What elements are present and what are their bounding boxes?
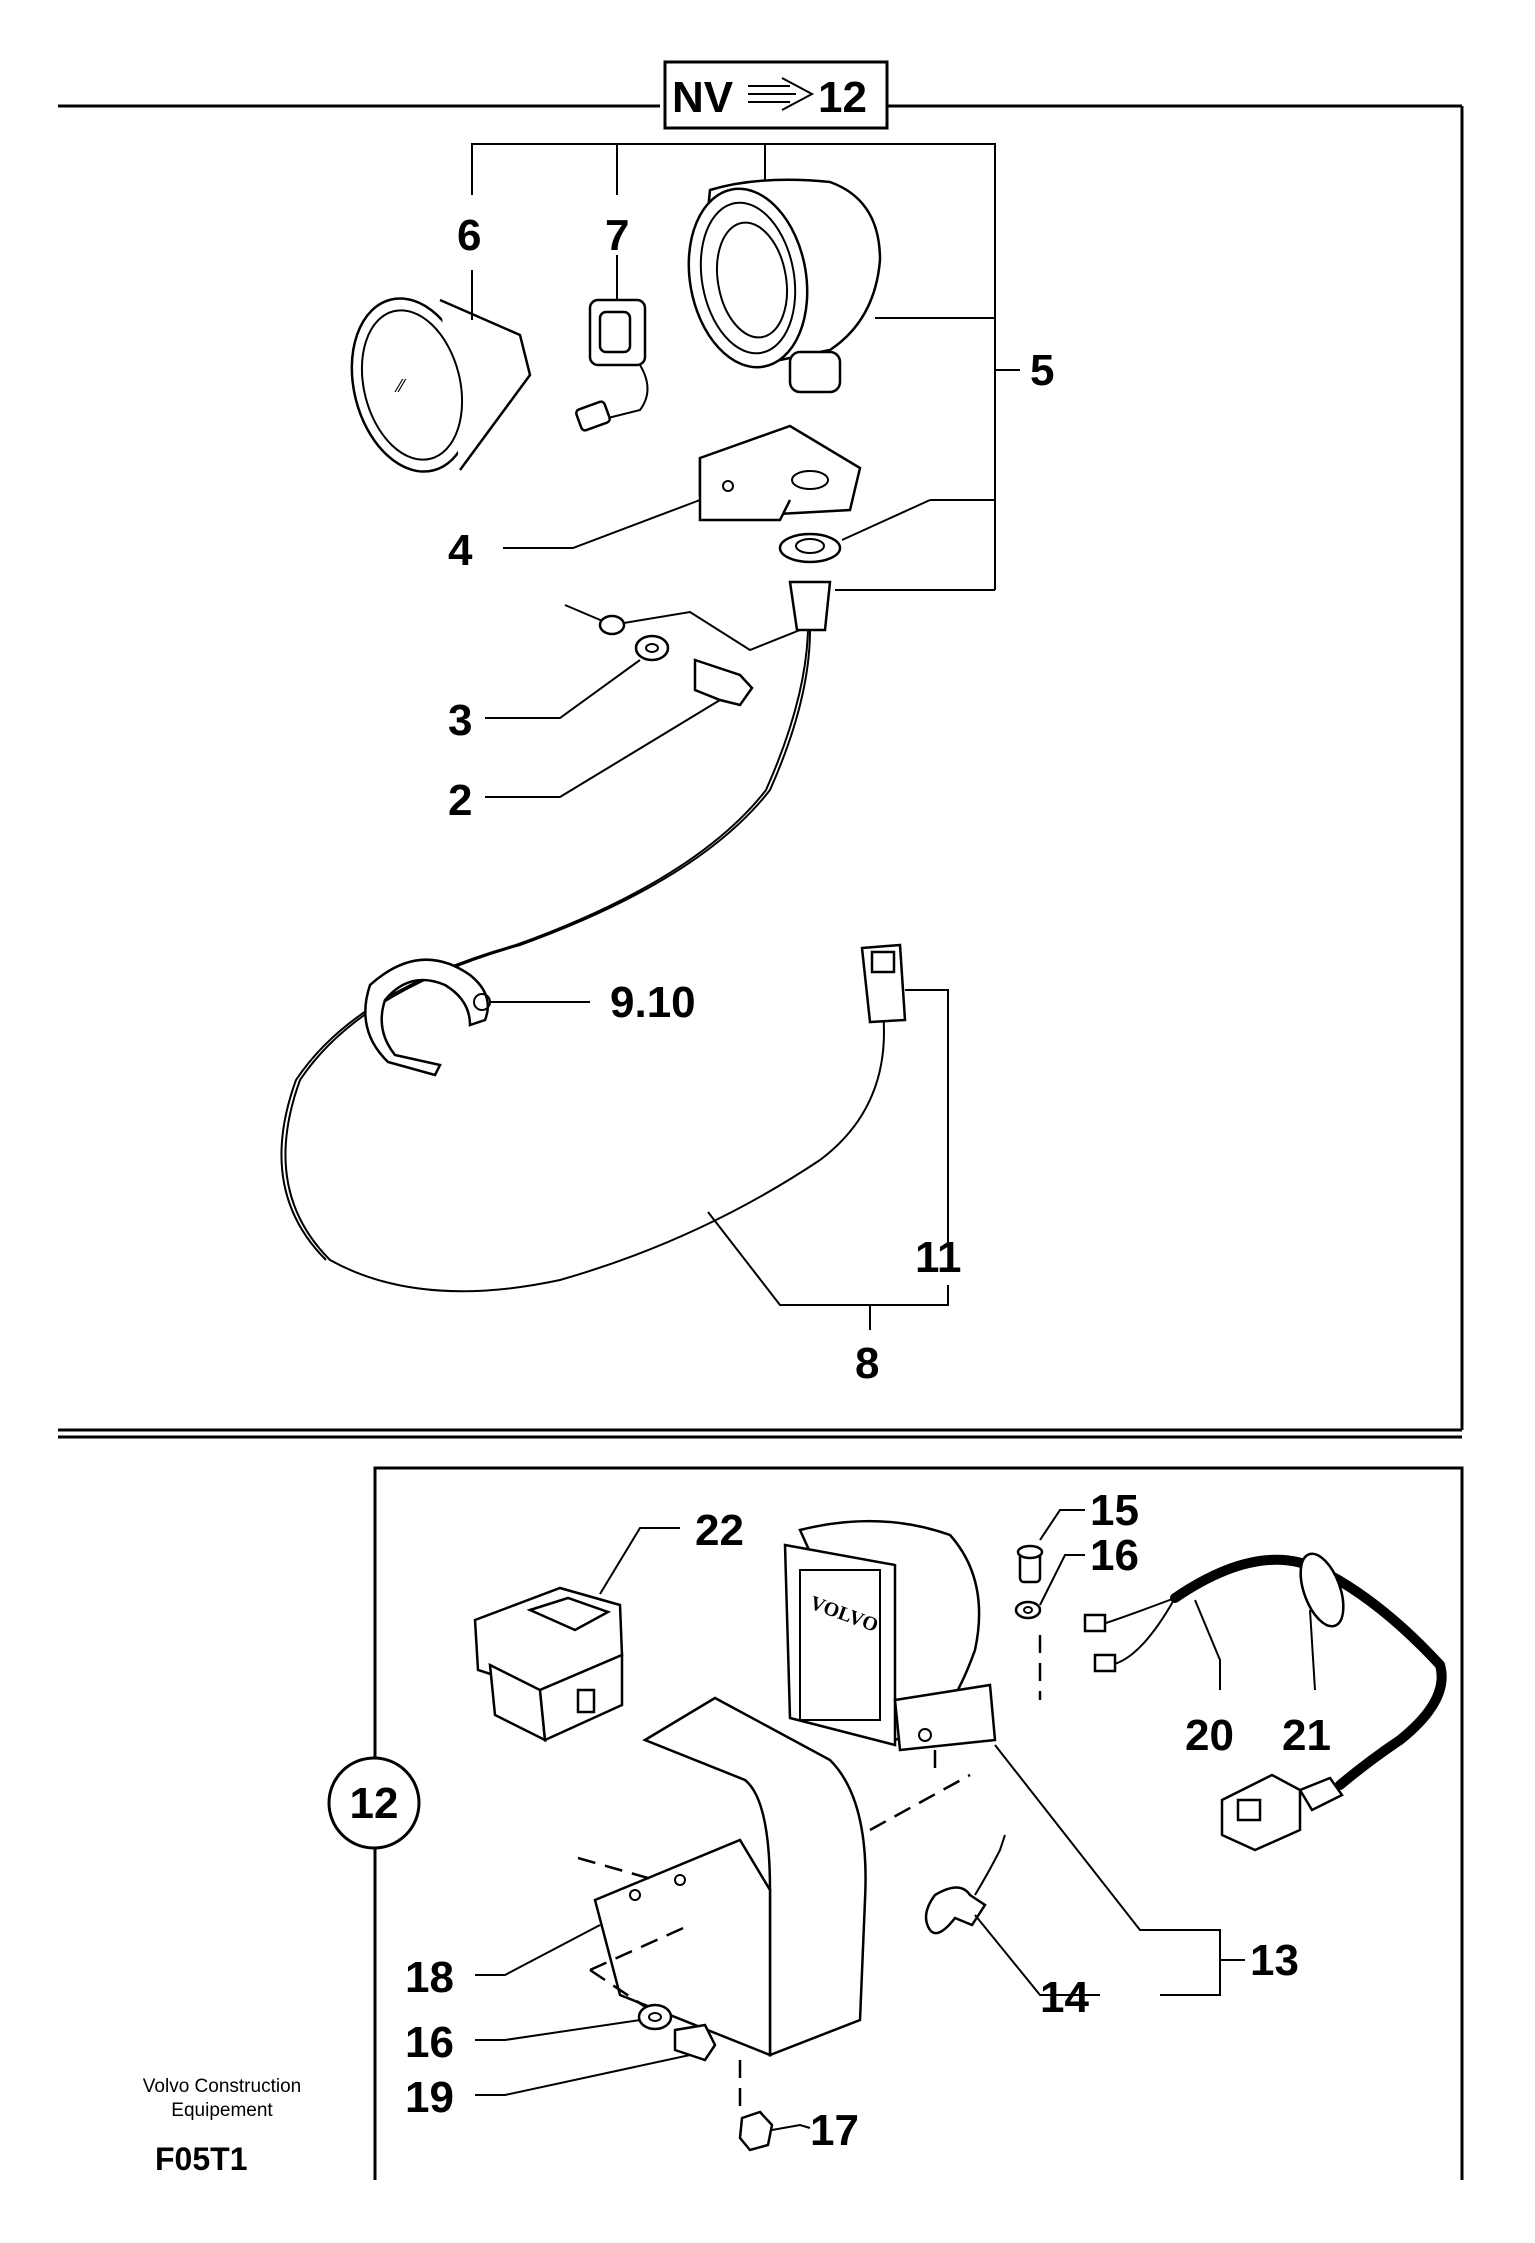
label-8: 8 <box>855 1339 879 1388</box>
company-line-1: Volvo Construction <box>143 2076 301 2097</box>
reference-box: NV 12 <box>663 60 889 130</box>
label-21: 21 <box>1282 1711 1331 1760</box>
label-16-lower: 16 <box>405 2018 454 2067</box>
label-18: 18 <box>405 1953 454 2002</box>
wire-harness <box>280 629 949 1330</box>
label-13: 13 <box>1250 1936 1299 1985</box>
lamp-connector <box>564 580 832 652</box>
label-9-10: 9.10 <box>610 978 696 1027</box>
connector-plug <box>860 943 949 1245</box>
lamp-housing <box>687 178 882 394</box>
label-17: 17 <box>810 2106 859 2155</box>
cable-tie <box>364 958 590 1077</box>
label-4: 4 <box>448 526 473 575</box>
label-16-upper: 16 <box>1090 1531 1139 1580</box>
label-3: 3 <box>448 696 472 745</box>
section-badge: 12 <box>327 1756 421 1850</box>
svg-text:⁄⁄: ⁄⁄ <box>394 376 407 396</box>
label-20: 20 <box>1185 1711 1234 1760</box>
top-frame <box>58 104 1464 1432</box>
label-22: 22 <box>695 1506 744 1555</box>
lens-cone: ⁄⁄ <box>350 270 532 473</box>
bolt-washer-upper <box>1014 1509 1085 1620</box>
label-14: 14 <box>1040 1973 1089 2022</box>
label-2: 2 <box>448 776 472 825</box>
label-6: 6 <box>457 211 481 260</box>
label-12: 12 <box>350 1779 399 1828</box>
washer-bolt <box>485 614 754 798</box>
rocker-switch <box>473 1527 680 1743</box>
bolt-washer-lower <box>475 2003 811 2152</box>
bulb <box>575 255 649 432</box>
label-7: 7 <box>605 211 629 260</box>
lamp-cable <box>1083 1552 1447 1852</box>
group-bracket-5 <box>471 143 1020 591</box>
label-19: 19 <box>405 2073 454 2122</box>
lamp-bracket <box>475 1635 1042 2110</box>
ref-target: 12 <box>818 73 867 122</box>
lamp-bulb <box>924 1744 1245 1996</box>
work-lamp: VOLVO <box>783 1519 997 1752</box>
mount-bracket <box>503 424 862 549</box>
company-line-2: Equipement <box>171 2100 273 2121</box>
ref-prefix: NV <box>672 73 734 122</box>
nut <box>778 532 842 564</box>
label-15: 15 <box>1090 1486 1139 1535</box>
figure-code: F05T1 <box>155 2141 247 2177</box>
label-5: 5 <box>1030 346 1054 395</box>
label-11: 11 <box>915 1233 962 1282</box>
arrow-icon <box>748 77 815 111</box>
